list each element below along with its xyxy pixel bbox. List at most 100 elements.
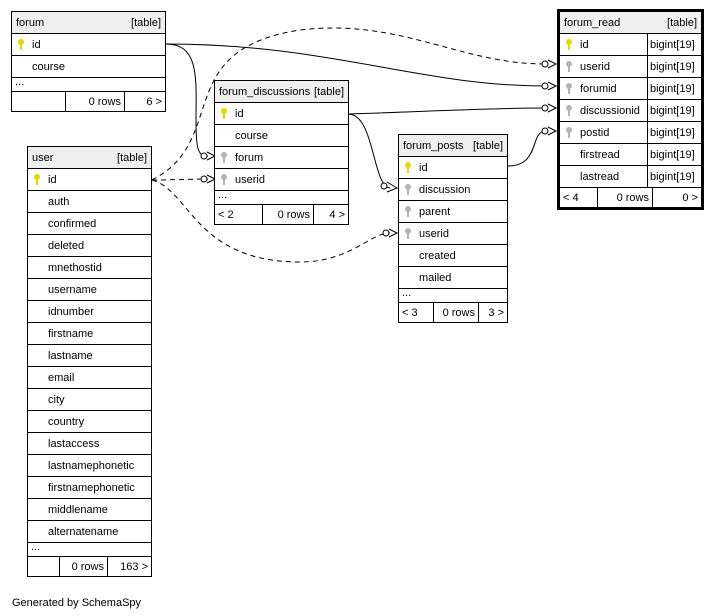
column-row[interactable]: course [215, 125, 348, 147]
column-name: deleted [48, 239, 85, 252]
child-count[interactable]: 163 > [120, 560, 148, 573]
link-crowfoot [388, 228, 399, 238]
table-header[interactable]: forum_posts [table] [399, 135, 507, 157]
column-row[interactable]: id [399, 157, 507, 179]
column-row[interactable]: city [28, 389, 151, 411]
column-name: middlename [48, 503, 108, 516]
column-name: id [419, 161, 428, 174]
child-count[interactable]: 6 > [146, 95, 162, 108]
foreign-key-icon [566, 83, 572, 94]
column-row[interactable]: course [12, 56, 165, 78]
parent-count[interactable] [12, 92, 66, 111]
column-row[interactable]: lastname [28, 345, 151, 367]
column-name: mailed [419, 271, 452, 284]
column-name: created [419, 249, 456, 262]
column-row[interactable]: mnethostid [28, 257, 151, 279]
more-columns-ellipsis: ... [215, 190, 348, 205]
column-row[interactable]: firstnamephonetic [28, 477, 151, 499]
table-header[interactable]: forum_read [table] [560, 12, 701, 34]
foreign-key-icon [566, 127, 572, 138]
column-type: bigint[19] [647, 78, 701, 99]
parent-count[interactable] [28, 557, 60, 576]
link-user-to-forum-discussions [151, 178, 209, 181]
generated-by-caption: Generated by SchemaSpy [12, 597, 142, 609]
column-row[interactable]: discussionid bigint[19] [560, 100, 701, 122]
column-name: lastaccess [48, 437, 100, 450]
column-row[interactable]: mailed [399, 267, 507, 289]
column-row[interactable]: idnumber [28, 301, 151, 323]
link-end-circle [380, 182, 388, 190]
child-count[interactable]: 4 > [329, 208, 345, 221]
column-type: bigint[19] [647, 100, 701, 121]
primary-key-icon [34, 174, 40, 185]
column-row[interactable]: country [28, 411, 151, 433]
column-row[interactable]: id [28, 169, 151, 191]
column-name: idnumber [48, 305, 94, 318]
column-row[interactable]: forumid bigint[19] [560, 78, 701, 100]
child-count[interactable]: 0 > [682, 191, 698, 204]
foreign-key-icon [566, 105, 572, 116]
column-row[interactable]: id [12, 34, 165, 56]
column-row[interactable]: forum [215, 147, 348, 169]
table-user[interactable]: user [table] id auth confirmed deleted m… [27, 146, 152, 577]
column-name: userid [580, 60, 610, 73]
table-name: forum_read [564, 16, 621, 29]
parent-count[interactable]: < 4 [560, 188, 598, 207]
column-type: bigint[19] [647, 166, 701, 187]
column-row[interactable]: lastnamephonetic [28, 455, 151, 477]
table-type-tag: [table] [473, 139, 503, 152]
column-name: course [235, 129, 269, 142]
column-row[interactable]: id [215, 103, 348, 125]
column-name: discussionid [580, 104, 640, 117]
foreign-key-icon [221, 152, 227, 163]
column-row[interactable]: deleted [28, 235, 151, 257]
column-name: forumid [580, 82, 617, 95]
column-row[interactable]: username [28, 279, 151, 301]
table-type-tag: [table] [117, 151, 147, 164]
link-end-circle [541, 82, 549, 90]
column-name: id [235, 107, 244, 120]
column-row[interactable]: created [399, 245, 507, 267]
table-header[interactable]: forum_discussions [table] [215, 81, 348, 103]
table-type-tag: [table] [131, 16, 161, 29]
table-footer: < 3 0 rows 3 > [399, 303, 507, 322]
column-name: country [48, 415, 85, 428]
table-header[interactable]: user [table] [28, 147, 151, 169]
column-row[interactable]: email [28, 367, 151, 389]
column-name: parent [419, 205, 451, 218]
column-row[interactable]: parent [399, 201, 507, 223]
link-end-circle [541, 60, 549, 68]
column-name: username [48, 283, 97, 296]
column-row[interactable]: userid [215, 169, 348, 191]
table-name: user [32, 151, 54, 164]
table-name: forum [16, 16, 45, 29]
table-footer: 0 rows 6 > [12, 92, 165, 111]
table-forum[interactable]: forum [table] id course ... 0 rows 6 > [11, 11, 166, 112]
column-row[interactable]: auth [28, 191, 151, 213]
table-forum-discussions[interactable]: forum_discussions [table] id course foru… [214, 80, 349, 225]
column-row[interactable]: firstname [28, 323, 151, 345]
foreign-key-icon [566, 61, 572, 72]
table-type-tag: [table] [667, 16, 697, 29]
column-row[interactable]: lastaccess [28, 433, 151, 455]
child-count[interactable]: 3 > [488, 306, 504, 319]
column-name: firstname [48, 327, 94, 340]
primary-key-icon [221, 108, 227, 119]
column-type: bigint[19] [647, 34, 701, 55]
parent-count[interactable]: < 2 [215, 205, 263, 224]
table-header[interactable]: forum [table] [12, 12, 165, 34]
parent-count[interactable]: < 3 [399, 303, 434, 322]
column-row[interactable]: discussion [399, 179, 507, 201]
column-row[interactable]: alternatename [28, 521, 151, 543]
column-row[interactable]: userid [399, 223, 507, 245]
table-forum-posts[interactable]: forum_posts [table] id discussion parent… [398, 134, 508, 323]
column-row[interactable]: confirmed [28, 213, 151, 235]
column-row[interactable]: middlename [28, 499, 151, 521]
